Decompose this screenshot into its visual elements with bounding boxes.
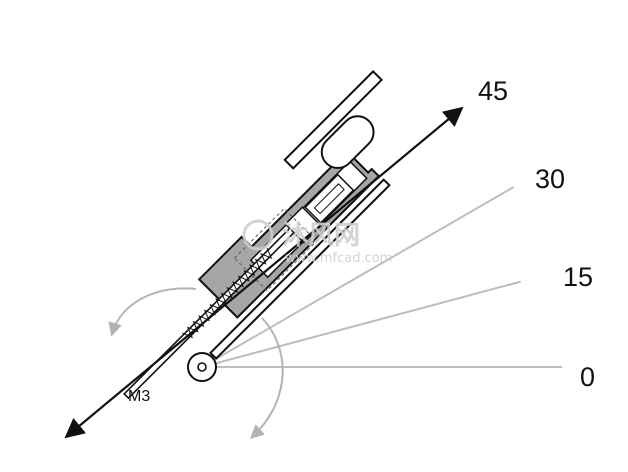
angle-labels: 0 15 30 45: [478, 76, 595, 392]
tilt-axis-arrow: [64, 106, 464, 439]
angle-label-15: 15: [563, 262, 593, 292]
angle-label-45: 45: [478, 76, 508, 106]
watermark-text: 沐风网: [282, 221, 360, 251]
angle-label-0: 0: [580, 362, 595, 392]
angle-label-30: 30: [535, 164, 565, 194]
watermark-logo-icon: [242, 219, 274, 251]
watermark: 沐风网 www.mfcad.com: [242, 219, 392, 266]
part-label-m3: M3: [128, 388, 150, 405]
rotation-arrow-left: [108, 287, 197, 337]
pivot-inner: [197, 362, 207, 372]
watermark-url: www.mfcad.com: [285, 251, 392, 266]
